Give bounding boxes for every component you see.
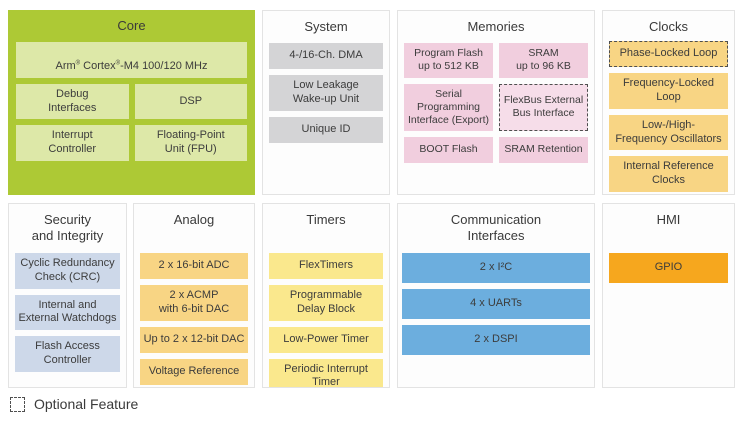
block-gpio: GPIO — [609, 253, 728, 283]
panel-memories: Memories Program Flash up to 512 KB SRAM… — [397, 10, 595, 195]
panel-hmi: HMI GPIO — [602, 203, 735, 388]
block-i2c: 2 x I²C — [402, 253, 590, 283]
panel-analog-title: Analog — [173, 212, 215, 227]
panel-core: Core Arm® Cortex®-M4 100/120 MHz Debug I… — [8, 10, 255, 195]
panel-system-title: System — [304, 19, 348, 34]
block-acmp: 2 x ACMP with 6-bit DAC — [140, 285, 248, 321]
block-unique-id: Unique ID — [269, 116, 383, 143]
block-dac: Up to 2 x 12-bit DAC — [140, 326, 248, 353]
panel-hmi-title: HMI — [656, 212, 681, 227]
block-crc: Cyclic Redundancy Check (CRC) — [15, 253, 120, 289]
block-sram-retention: SRAM Retention — [499, 136, 588, 163]
block-dspi: 2 x DSPI — [402, 325, 590, 355]
block-voltage-reference: Voltage Reference — [140, 358, 248, 385]
panel-security-title: Security and Integrity — [31, 212, 104, 244]
block-fpu: Floating-Point Unit (FPU) — [134, 125, 247, 161]
block-dsp: DSP — [134, 83, 247, 120]
block-serial-programming: Serial Programming Interface (Export) — [404, 83, 493, 131]
block-dma: 4-/16-Ch. DMA — [269, 43, 383, 70]
legend-label: Optional Feature — [34, 396, 139, 412]
panel-timers: Timers FlexTimers Programmable Delay Blo… — [262, 203, 390, 388]
block-program-flash: Program Flash up to 512 KB — [404, 43, 493, 78]
panel-timers-title: Timers — [306, 212, 346, 227]
block-cortex-m4: Arm® Cortex®-M4 100/120 MHz — [16, 42, 247, 78]
panel-clocks: Clocks Phase-Locked Loop Frequency-Locke… — [602, 10, 735, 195]
panel-communication: Communication Interfaces 2 x I²C 4 x UAR… — [397, 203, 595, 388]
block-boot-flash: BOOT Flash — [404, 136, 493, 163]
block-flextimers: FlexTimers — [269, 253, 383, 279]
block-adc: 2 x 16-bit ADC — [140, 253, 248, 279]
panel-core-title: Core — [117, 18, 146, 33]
panel-system: System 4-/16-Ch. DMA Low Leakage Wake-up… — [262, 10, 390, 195]
block-low-leakage-wakeup: Low Leakage Wake-up Unit — [269, 75, 383, 111]
block-periodic-interrupt-timer: Periodic Interrupt Timer — [269, 358, 383, 387]
panel-clocks-title: Clocks — [648, 19, 688, 34]
block-oscillators: Low-/High- Frequency Oscillators — [609, 114, 728, 151]
registered-mark: ® — [115, 60, 121, 67]
block-programmable-delay: Programmable Delay Block — [269, 285, 383, 321]
optional-feature-swatch-icon — [10, 396, 25, 412]
panel-memories-title: Memories — [467, 19, 525, 34]
panel-security: Security and Integrity Cyclic Redundancy… — [8, 203, 127, 388]
panel-communication-title: Communication Interfaces — [450, 212, 542, 244]
panel-core-body: Arm® Cortex®-M4 100/120 MHz Debug Interf… — [8, 34, 255, 169]
block-uarts: 4 x UARTs — [402, 289, 590, 319]
block-pll-optional: Phase-Locked Loop — [609, 41, 728, 68]
block-low-power-timer: Low-Power Timer — [269, 326, 383, 353]
block-sram: SRAM up to 96 KB — [499, 43, 588, 78]
block-fll: Frequency-Locked Loop — [609, 73, 728, 109]
block-internal-reference-clocks: Internal Reference Clocks — [609, 156, 728, 192]
block-watchdogs: Internal and External Watchdogs — [15, 294, 120, 330]
registered-mark: ® — [75, 60, 81, 67]
panel-analog: Analog 2 x 16-bit ADC 2 x ACMP with 6-bi… — [133, 203, 255, 388]
block-flexbus-optional: FlexBus External Bus Interface — [499, 83, 588, 131]
block-interrupt-controller: Interrupt Controller — [16, 125, 129, 161]
block-debug-interfaces: Debug Interfaces — [16, 83, 129, 120]
legend-optional-feature: Optional Feature — [10, 396, 138, 412]
block-flash-access-controller: Flash Access Controller — [15, 336, 120, 372]
